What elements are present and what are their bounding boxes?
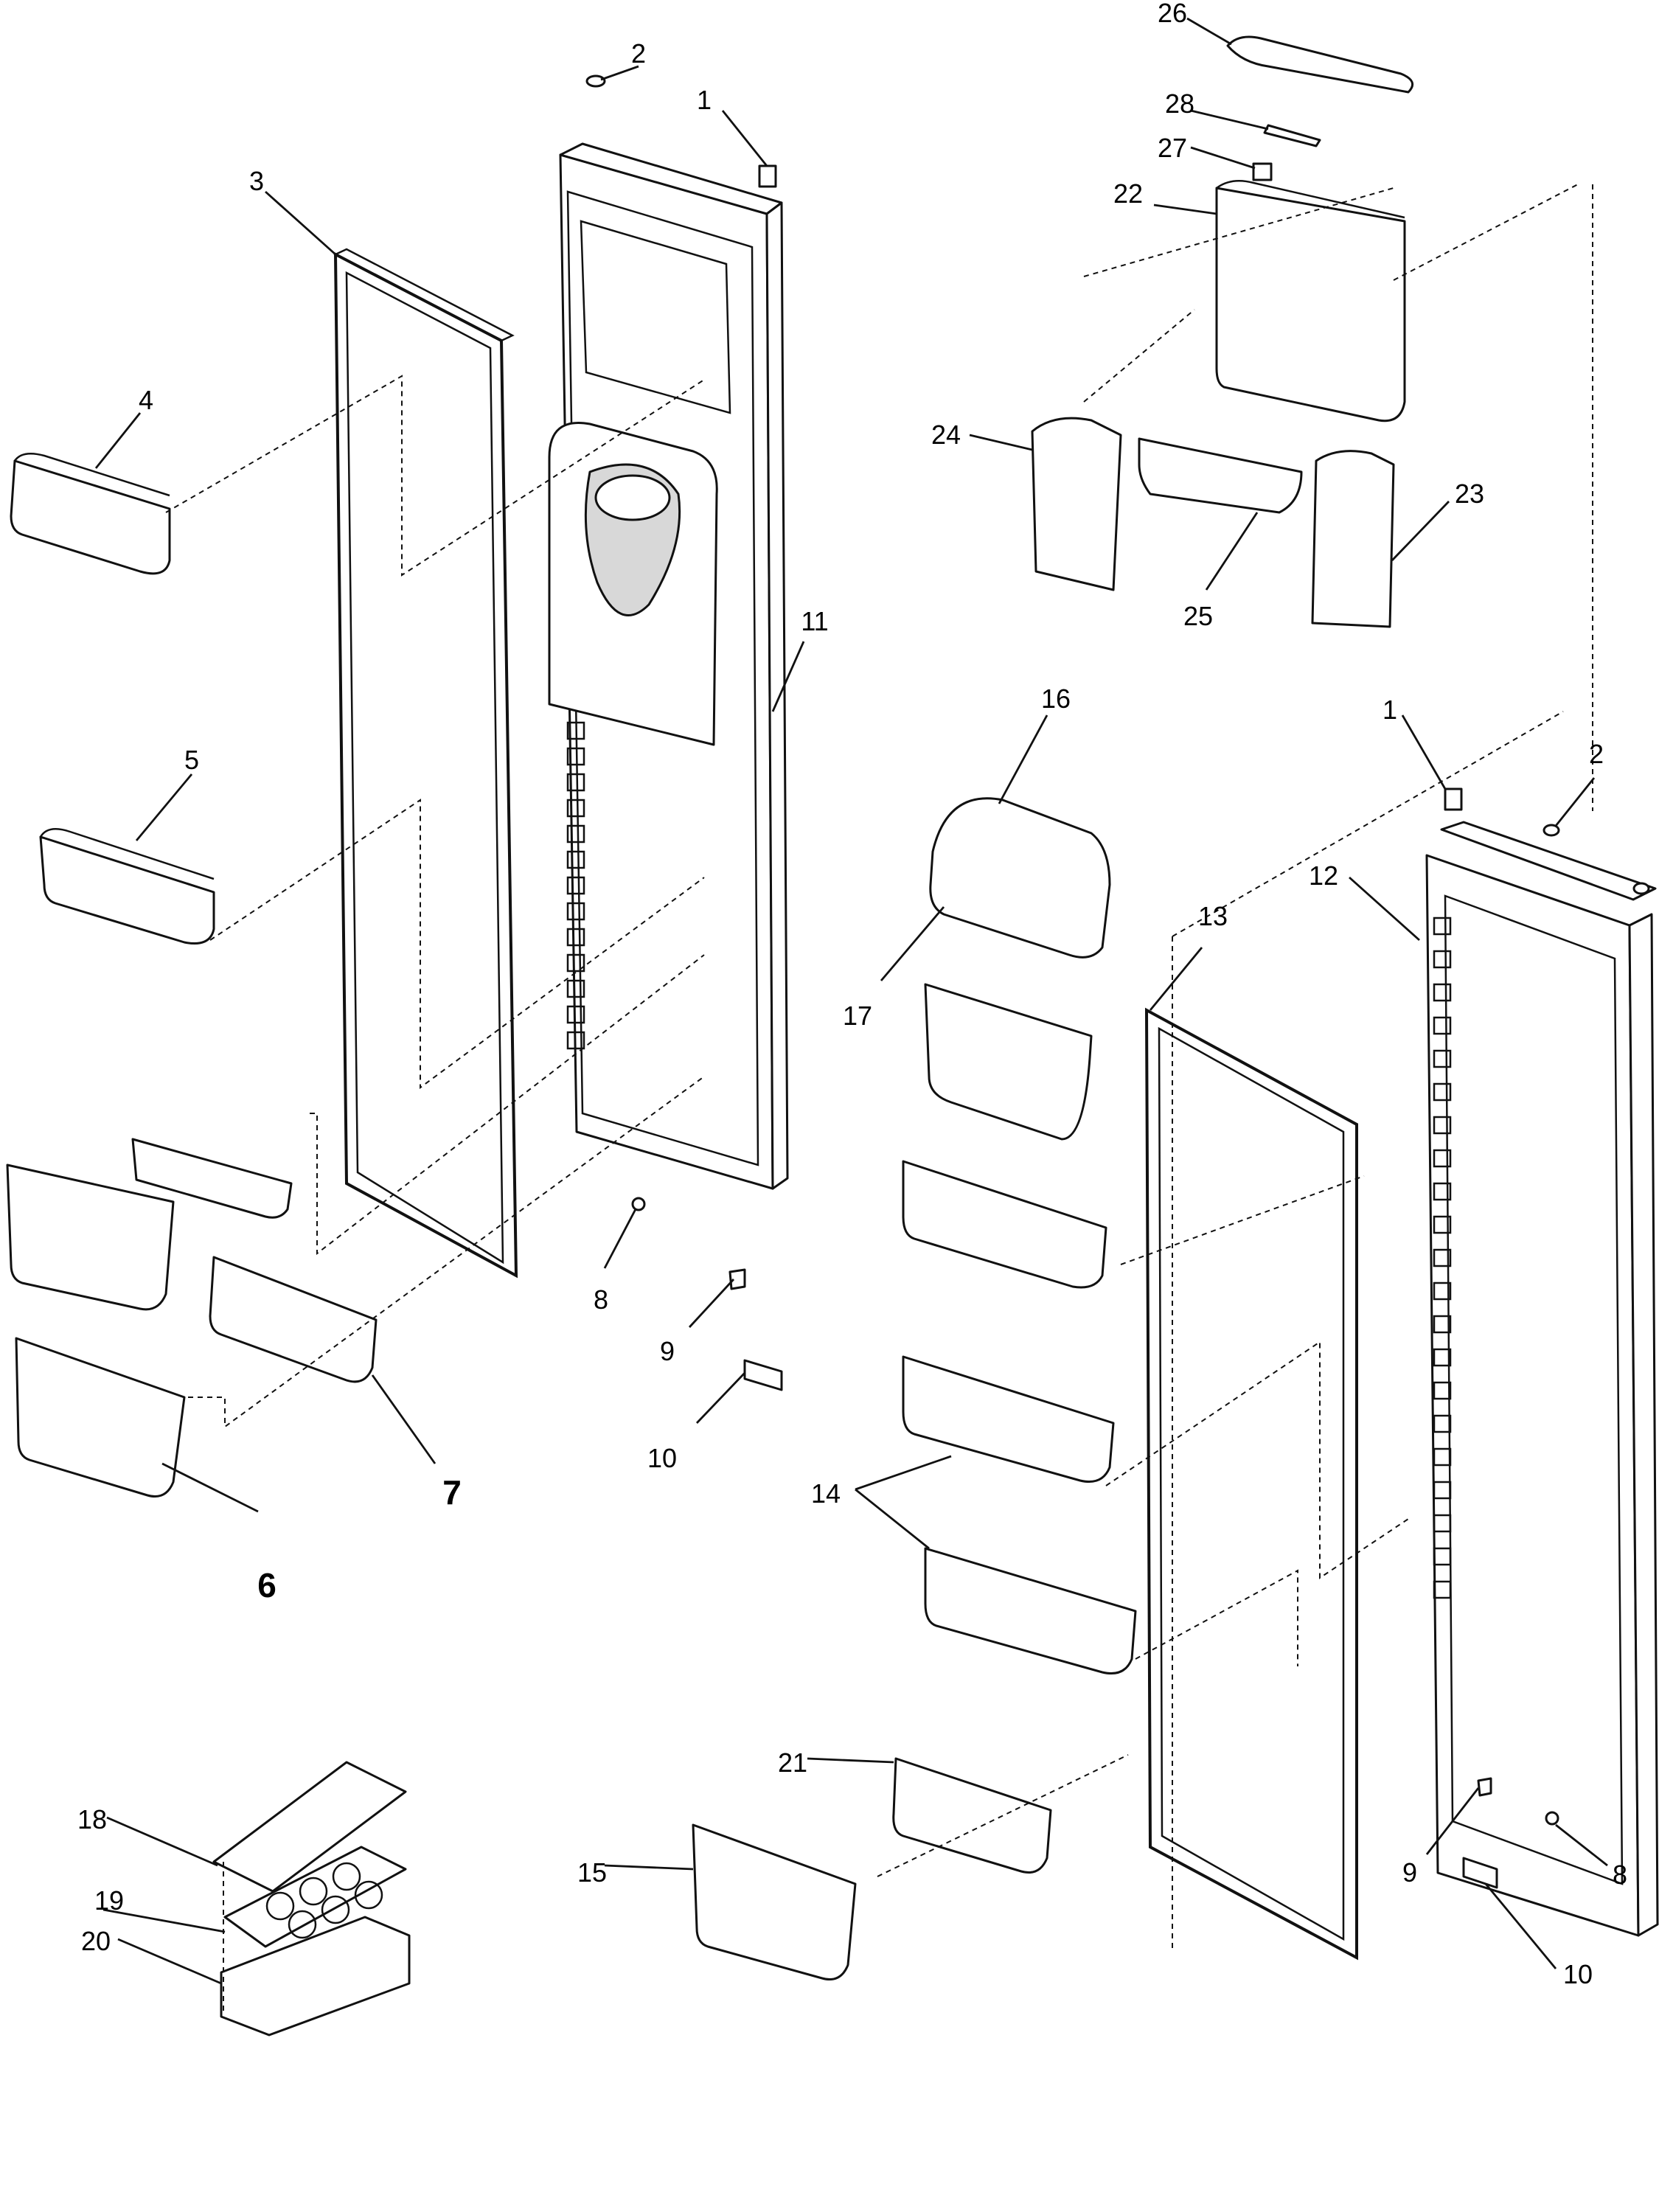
assembly-lines [165,184,1593,2013]
callout-23: 23 [1455,479,1484,509]
door-bin-part-15 [692,1823,857,1980]
callout-22: 22 [1113,178,1143,209]
dispenser-small-parts-27-28 [1252,124,1321,181]
freezer-door-shelf-rail [566,721,585,1050]
callout-19: 19 [94,1885,124,1916]
callout-18: 18 [77,1804,107,1834]
callout-7: 7 [442,1473,462,1512]
dispenser-bucket-part-22 [1215,179,1406,422]
dispenser-cover-part-26 [1226,35,1414,94]
dairy-cover-part-16 [929,797,1111,959]
callout-11: 11 [801,606,828,636]
callout-1-fresh-food-hinge: 1 [1382,695,1397,725]
fresh-food-door-shelf-rail [1433,917,1452,1599]
callout-27: 27 [1158,133,1187,163]
egg-tray-part-19 [223,1846,407,1948]
freezer-door-part-11 [548,142,789,1190]
callout-20: 20 [81,1926,111,1956]
egg-bin-part-20 [220,1916,411,2037]
door-bin-part-7 [131,1138,378,1383]
door-bin-part-4 [10,452,171,575]
door-bin-part-21 [892,1757,1052,1874]
door-bin-part-14 [902,1160,1137,1674]
callout-6: 6 [257,1566,276,1604]
callout-10-freezer: 10 [647,1443,677,1473]
callout-10-fresh-food: 10 [1563,1959,1593,1989]
tray-part-25 [1138,437,1303,514]
callout-2-freezer-screw: 2 [631,38,646,69]
ice-chute-part-24 [1031,417,1122,591]
callout-3: 3 [249,166,264,196]
callout-8-freezer: 8 [594,1284,608,1315]
fresh-food-door-part-12 [1425,821,1659,1937]
callout-21: 21 [778,1747,807,1778]
ice-chute-part-23 [1311,450,1395,628]
callout-17: 17 [843,1001,872,1031]
callout-1-freezer-hinge: 1 [697,85,712,115]
hinge-hardware-right [1444,787,1650,1889]
callout-13: 13 [1198,901,1228,931]
callout-16: 16 [1041,684,1071,714]
callout-4: 4 [139,385,153,415]
callout-15: 15 [577,1857,607,1888]
leader-lines [94,17,1608,1985]
door-bin-part-5 [39,828,215,945]
callout-28: 28 [1165,88,1194,119]
callout-14: 14 [811,1478,841,1509]
callout-2-fresh-food-screw: 2 [1589,739,1604,769]
callout-26: 26 [1158,0,1187,28]
callout-8-fresh-food: 8 [1613,1860,1627,1890]
freezer-door-gasket-part-3 [333,248,518,1279]
callout-9-freezer: 9 [660,1336,675,1366]
callout-24: 24 [931,420,961,450]
fresh-food-door-gasket-part-13 [1144,1007,1358,1961]
door-shelf-part-17 [924,983,1093,1141]
callout-5: 5 [184,745,199,775]
door-bin-part-6 [6,1164,186,1498]
callout-25: 25 [1183,601,1213,631]
callout-12: 12 [1309,860,1338,891]
egg-tray-lid-part-18 [212,1761,407,1893]
callout-9-fresh-food: 9 [1402,1857,1417,1888]
hinge-hardware-left [585,74,783,1391]
callout-labels: 1 2 3 4 5 6 7 8 9 10 11 12 13 14 15 16 1… [77,0,1627,1989]
